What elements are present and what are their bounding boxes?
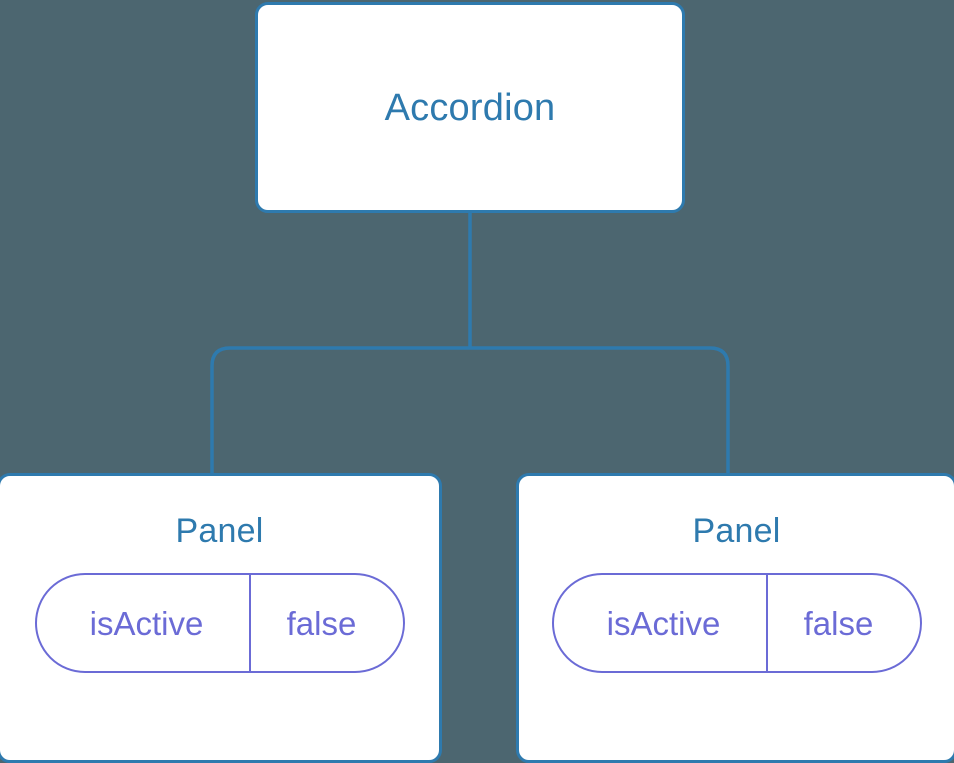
connector-branch-right xyxy=(470,346,730,478)
node-panel-1-prop-value: false xyxy=(803,604,874,642)
node-accordion-title: Accordion xyxy=(384,86,556,129)
node-panel-0[interactable]: Panel isActive false xyxy=(0,473,442,763)
node-panel-1[interactable]: Panel isActive false xyxy=(516,473,954,763)
connector-lines xyxy=(210,205,730,478)
node-panel-0-prop-value: false xyxy=(286,604,357,642)
node-accordion[interactable]: Accordion xyxy=(255,2,685,213)
node-panel-0-title: Panel xyxy=(175,512,264,550)
node-panel-0-prop-key: isActive xyxy=(37,575,251,671)
node-panel-1-title: Panel xyxy=(692,512,781,550)
connector-branch-left xyxy=(210,346,470,478)
node-panel-1-prop-pill[interactable]: isActive false xyxy=(551,573,922,673)
node-panel-1-prop-key: isActive xyxy=(554,575,768,671)
node-panel-0-prop-pill[interactable]: isActive false xyxy=(34,573,405,673)
